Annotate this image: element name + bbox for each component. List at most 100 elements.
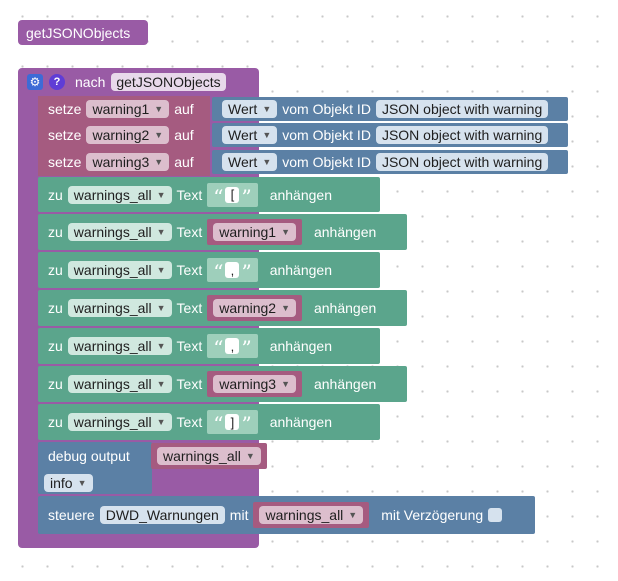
function-call-block[interactable]: getJSONObjects (18, 20, 148, 45)
string-literal-block[interactable]: “ [ ” (207, 182, 258, 209)
append-keyword: anhängen (269, 414, 332, 430)
set-keyword: setze (48, 127, 82, 143)
variable-dropdown[interactable]: warnings_all▼ (67, 299, 172, 317)
variable-reference-block[interactable]: warning3▼ (207, 371, 302, 397)
append-text-block-3[interactable]: zu warnings_all▼ Text “ , ” anhängen (38, 252, 380, 288)
to-keyword: zu (48, 414, 63, 430)
variable-reference-block[interactable]: warnings_all▼ (151, 443, 267, 469)
open-quote-icon: “ (213, 336, 224, 360)
set-variable-block-1[interactable]: setze warning1▼ auf (38, 96, 210, 122)
append-keyword: anhängen (313, 376, 377, 392)
set-variable-block-3[interactable]: setze warning3▼ auf (38, 148, 210, 176)
to-keyword: auf (174, 101, 194, 117)
string-input[interactable]: , (225, 262, 240, 278)
variable-reference-block[interactable]: warnings_all▼ (253, 502, 370, 528)
chevron-down-icon: ▼ (156, 379, 166, 389)
gear-icon[interactable]: ⚙ (27, 74, 43, 90)
append-text-block-6[interactable]: zu warnings_all▼ Text warning3▼ anhängen (38, 366, 407, 402)
append-text-block-5[interactable]: zu warnings_all▼ Text “ , ” anhängen (38, 328, 380, 364)
chevron-down-icon: ▼ (156, 227, 166, 237)
variable-dropdown[interactable]: warnings_all▼ (67, 375, 172, 393)
append-keyword: anhängen (313, 224, 377, 240)
variable-dropdown[interactable]: warning3▼ (213, 375, 296, 393)
chevron-down-icon: ▼ (156, 303, 166, 313)
chevron-down-icon: ▼ (154, 157, 164, 167)
to-keyword: zu (48, 338, 63, 354)
variable-reference-block[interactable]: warning1▼ (207, 219, 302, 245)
append-text-block-1[interactable]: zu warnings_all▼ Text “ [ ” anhängen (38, 177, 380, 212)
control-state-block[interactable]: steuere DWD_Warnungen mit warnings_all▼ … (38, 496, 535, 534)
to-keyword: zu (48, 300, 63, 316)
string-input[interactable]: [ (225, 186, 240, 203)
function-name-field[interactable]: getJSONObjects (111, 73, 226, 91)
append-keyword: anhängen (269, 262, 332, 278)
variable-dropdown[interactable]: warnings_all▼ (67, 413, 172, 431)
debug-label-row: debug output (48, 446, 130, 466)
get-value-block-3[interactable]: Wert▼ vom Objekt ID JSON object with war… (212, 150, 568, 174)
append-keyword: anhängen (269, 186, 332, 203)
question-icon[interactable]: ? (49, 74, 65, 90)
append-text-block-2[interactable]: zu warnings_all▼ Text warning1▼ anhängen (38, 214, 407, 250)
variable-dropdown[interactable]: warnings_all▼ (67, 223, 172, 241)
append-keyword: anhängen (313, 300, 377, 316)
variable-dropdown[interactable]: warning3▼ (86, 153, 170, 171)
close-quote-icon: ” (241, 336, 252, 360)
open-quote-icon: “ (213, 260, 224, 284)
close-quote-icon: ” (241, 184, 252, 209)
object-id-field[interactable]: JSON object with warning (375, 100, 549, 118)
value-type-dropdown[interactable]: Wert▼ (222, 100, 278, 118)
object-id-field[interactable]: JSON object with warning (375, 126, 549, 144)
string-input[interactable]: ] (225, 414, 240, 430)
variable-dropdown[interactable]: warnings_all▼ (67, 337, 172, 355)
target-object-field[interactable]: DWD_Warnungen (99, 506, 225, 524)
string-literal-block[interactable]: “ , ” (207, 334, 258, 360)
variable-dropdown[interactable]: warning1▼ (213, 223, 296, 241)
open-quote-icon: “ (213, 412, 224, 436)
get-value-block-2[interactable]: Wert▼ vom Objekt ID JSON object with war… (212, 123, 568, 147)
chevron-down-icon: ▼ (154, 130, 164, 140)
chevron-down-icon: ▼ (154, 104, 164, 114)
variable-dropdown[interactable]: warnings_all▼ (67, 185, 172, 204)
variable-dropdown[interactable]: warning2▼ (86, 126, 170, 144)
debug-output-label: debug output (48, 448, 130, 464)
with-keyword: mit (229, 507, 249, 523)
variable-dropdown[interactable]: warnings_all▼ (259, 506, 364, 524)
variable-dropdown[interactable]: warnings_all▼ (157, 447, 261, 465)
value-type-dropdown[interactable]: Wert▼ (222, 153, 278, 171)
object-id-field[interactable]: JSON object with warning (375, 153, 549, 171)
to-keyword: zu (48, 186, 63, 203)
string-input[interactable]: , (225, 338, 240, 354)
log-level-dropdown[interactable]: info▼ (44, 474, 93, 492)
chevron-down-icon: ▼ (245, 451, 255, 461)
to-keyword: auf (174, 154, 194, 170)
set-variable-block-2[interactable]: setze warning2▼ auf (38, 122, 210, 148)
chevron-down-icon: ▼ (156, 341, 166, 351)
chevron-down-icon: ▼ (281, 227, 290, 237)
value-type-dropdown[interactable]: Wert▼ (222, 126, 278, 144)
close-quote-icon: ” (241, 412, 252, 436)
chevron-down-icon: ▼ (262, 157, 272, 167)
delay-checkbox[interactable] (488, 508, 503, 522)
append-text-block-7[interactable]: zu warnings_all▼ Text “ ] ” anhängen (38, 404, 380, 440)
to-keyword: zu (48, 376, 63, 392)
chevron-down-icon: ▼ (156, 417, 166, 427)
to-keyword: zu (48, 224, 63, 240)
text-keyword: Text (176, 186, 203, 203)
variable-dropdown[interactable]: warning2▼ (213, 299, 296, 317)
function-header: ⚙ ? nach getJSONObjects (27, 71, 226, 93)
variable-dropdown[interactable]: warning1▼ (86, 100, 170, 118)
chevron-down-icon: ▼ (77, 478, 87, 488)
variable-dropdown[interactable]: warnings_all▼ (67, 261, 172, 279)
variable-reference-block[interactable]: warning2▼ (207, 295, 302, 321)
string-literal-block[interactable]: “ ] ” (207, 410, 258, 436)
string-literal-block[interactable]: “ , ” (207, 258, 258, 284)
append-text-block-4[interactable]: zu warnings_all▼ Text warning2▼ anhängen (38, 290, 407, 326)
text-keyword: Text (176, 224, 203, 240)
get-value-block-1[interactable]: Wert▼ vom Objekt ID JSON object with war… (212, 97, 568, 121)
chevron-down-icon: ▼ (156, 265, 166, 275)
function-call-label: getJSONObjects (26, 24, 131, 41)
chevron-down-icon: ▼ (156, 189, 166, 200)
text-keyword: Text (176, 300, 203, 316)
from-object-label: vom Objekt ID (282, 101, 371, 117)
chevron-down-icon: ▼ (348, 510, 358, 520)
